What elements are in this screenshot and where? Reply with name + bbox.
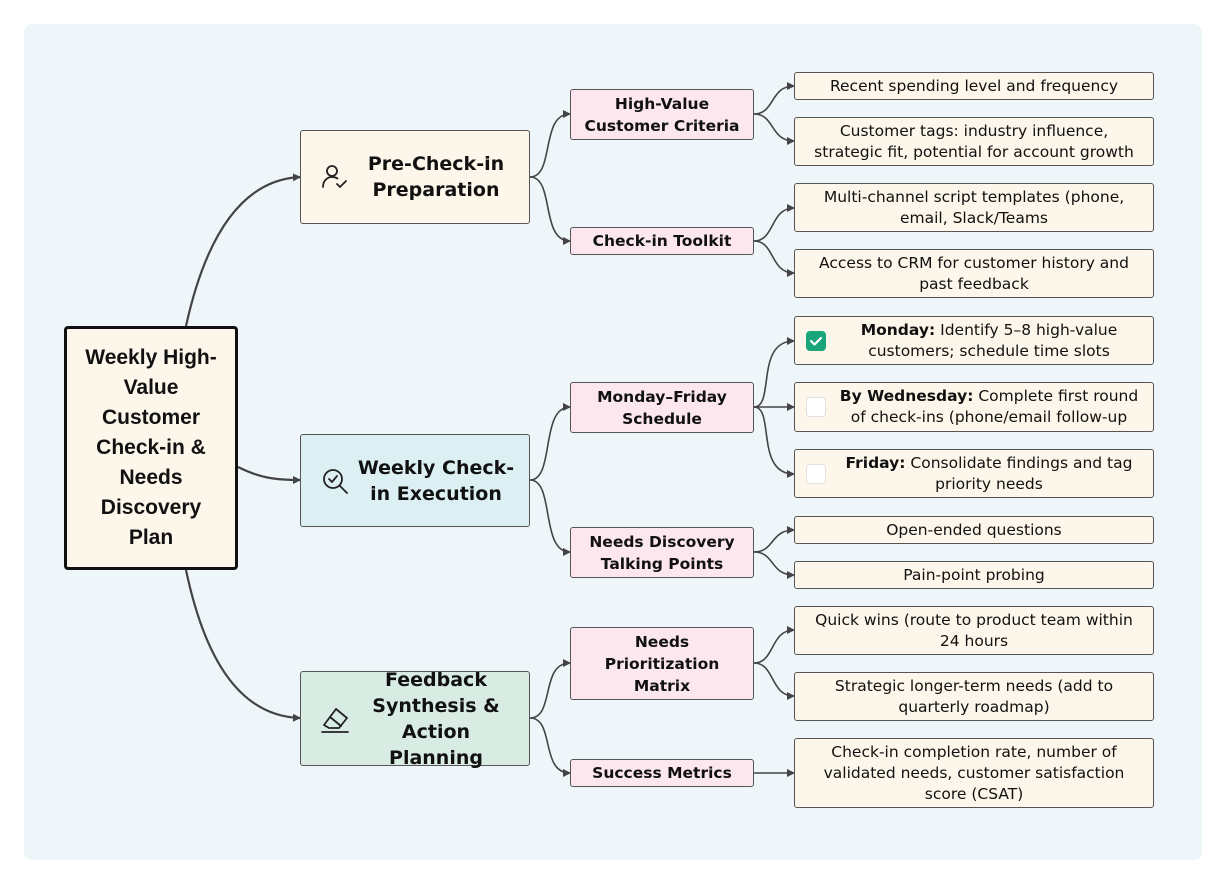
subtopic-checkin-toolkit[interactable]: Check-in Toolkit xyxy=(570,227,754,255)
branch-preparation-label: Pre-Check-in Preparation xyxy=(367,153,505,201)
subtopic-checkin-toolkit-label: Check-in Toolkit xyxy=(592,232,732,250)
task-monday[interactable]: Monday: Identify 5–8 high-value customer… xyxy=(794,316,1154,365)
connector-execution-talking-points xyxy=(529,479,571,556)
root-topic[interactable]: Weekly High-Value Customer Check-in & Ne… xyxy=(64,326,238,570)
branch-preparation[interactable]: Pre-Check-in Preparation xyxy=(300,130,530,224)
connector-schedule-task-1 xyxy=(753,337,795,408)
connector-toolkit-leaf-2 xyxy=(753,240,795,277)
subtopic-schedule[interactable]: Monday–Friday Schedule xyxy=(570,382,754,433)
connector-root-preparation xyxy=(184,173,301,327)
subtopic-talking-points[interactable]: Needs Discovery Talking Points xyxy=(570,527,754,578)
connector-preparation-criteria xyxy=(529,110,571,178)
connector-criteria-leaf-2 xyxy=(753,113,795,145)
root-topic-label: Weekly High-Value Customer Check-in & Ne… xyxy=(85,346,217,549)
leaf-customer-tags-label: Customer tags: industry influence, strat… xyxy=(814,121,1134,161)
task-monday-text: Monday: Identify 5–8 high-value customer… xyxy=(835,320,1143,362)
task-wednesday-desc: Complete first round of check-ins (phone… xyxy=(850,387,1139,426)
leaf-crm-access[interactable]: Access to CRM for customer history and p… xyxy=(794,249,1154,298)
connector-root-feedback xyxy=(184,569,301,722)
task-friday[interactable]: Friday: Consolidate findings and tag pri… xyxy=(794,449,1154,498)
leaf-crm-access-label: Access to CRM for customer history and p… xyxy=(819,253,1129,293)
checkbox-checked-icon[interactable] xyxy=(806,330,826,351)
subtopic-customer-criteria-label: High-Value Customer Criteria xyxy=(584,94,740,135)
checkbox-unchecked-icon[interactable] xyxy=(806,397,826,417)
connector-talking-leaf-2 xyxy=(753,551,795,579)
branch-execution-label: Weekly Check-in Execution xyxy=(357,456,515,505)
subtopic-prioritization-matrix-label: Needs Prioritization Matrix xyxy=(604,632,720,695)
leaf-quick-wins-label: Quick wins (route to product team within… xyxy=(815,610,1133,650)
connector-criteria-leaf-1 xyxy=(753,82,795,115)
connector-preparation-toolkit xyxy=(529,176,571,245)
leaf-customer-tags[interactable]: Customer tags: industry influence, strat… xyxy=(794,117,1154,166)
connector-execution-schedule xyxy=(529,403,571,481)
task-wednesday-day: By Wednesday: xyxy=(839,387,974,405)
connector-root-execution xyxy=(237,466,301,484)
leaf-script-templates-label: Multi-channel script templates (phone, e… xyxy=(823,187,1125,227)
leaf-open-ended-questions[interactable]: Open-ended questions xyxy=(794,516,1154,544)
connector-matrix-leaf-2 xyxy=(753,662,795,700)
checkbox-unchecked-icon[interactable] xyxy=(806,463,826,484)
subtopic-success-metrics-label: Success Metrics xyxy=(592,764,732,782)
task-monday-day: Monday: xyxy=(860,320,936,339)
connector-matrix-leaf-1 xyxy=(753,626,795,664)
connector-toolkit-leaf-1 xyxy=(753,204,795,242)
task-friday-day: Friday: xyxy=(845,453,906,472)
leaf-open-ended-questions-label: Open-ended questions xyxy=(886,520,1062,539)
task-monday-desc: Identify 5–8 high-value customers; sched… xyxy=(868,320,1118,360)
subtopic-prioritization-matrix[interactable]: Needs Prioritization Matrix xyxy=(570,627,754,700)
eraser-icon xyxy=(321,707,349,733)
task-wednesday[interactable]: By Wednesday: Complete first round of ch… xyxy=(794,382,1154,432)
branch-execution[interactable]: Weekly Check-in Execution xyxy=(300,434,530,527)
connector-schedule-task-3 xyxy=(753,406,795,478)
task-friday-text: Friday: Consolidate findings and tag pri… xyxy=(835,453,1143,495)
search-check-icon xyxy=(323,468,348,494)
task-wednesday-text: By Wednesday: Complete first round of ch… xyxy=(835,386,1143,428)
subtopic-talking-points-label: Needs Discovery Talking Points xyxy=(589,532,735,573)
leaf-quick-wins[interactable]: Quick wins (route to product team within… xyxy=(794,606,1154,655)
leaf-script-templates[interactable]: Multi-channel script templates (phone, e… xyxy=(794,183,1154,232)
connector-feedback-matrix xyxy=(529,659,571,719)
task-friday-desc: Consolidate findings and tag priority ne… xyxy=(910,453,1133,493)
leaf-success-metrics-label: Check-in completion rate, number of vali… xyxy=(823,742,1125,803)
leaf-strategic-needs[interactable]: Strategic longer-term needs (add to quar… xyxy=(794,672,1154,721)
subtopic-customer-criteria[interactable]: High-Value Customer Criteria xyxy=(570,89,754,140)
leaf-pain-point-probing-label: Pain-point probing xyxy=(903,565,1045,584)
leaf-spending-level[interactable]: Recent spending level and frequency xyxy=(794,72,1154,100)
connector-talking-leaf-1 xyxy=(753,526,795,553)
leaf-spending-level-label: Recent spending level and frequency xyxy=(829,76,1119,95)
connector-feedback-metrics xyxy=(529,717,571,777)
branch-feedback[interactable]: Feedback Synthesis & Action Planning xyxy=(300,669,530,769)
leaf-strategic-needs-label: Strategic longer-term needs (add to quar… xyxy=(834,676,1114,716)
branch-feedback-label: Feedback Synthesis & Action Planning xyxy=(372,668,500,769)
subtopic-success-metrics[interactable]: Success Metrics xyxy=(570,759,754,787)
subtopic-schedule-label: Monday–Friday Schedule xyxy=(597,387,727,428)
leaf-pain-point-probing[interactable]: Pain-point probing xyxy=(794,561,1154,589)
user-check-icon xyxy=(322,165,347,188)
leaf-success-metrics[interactable]: Check-in completion rate, number of vali… xyxy=(794,738,1154,808)
